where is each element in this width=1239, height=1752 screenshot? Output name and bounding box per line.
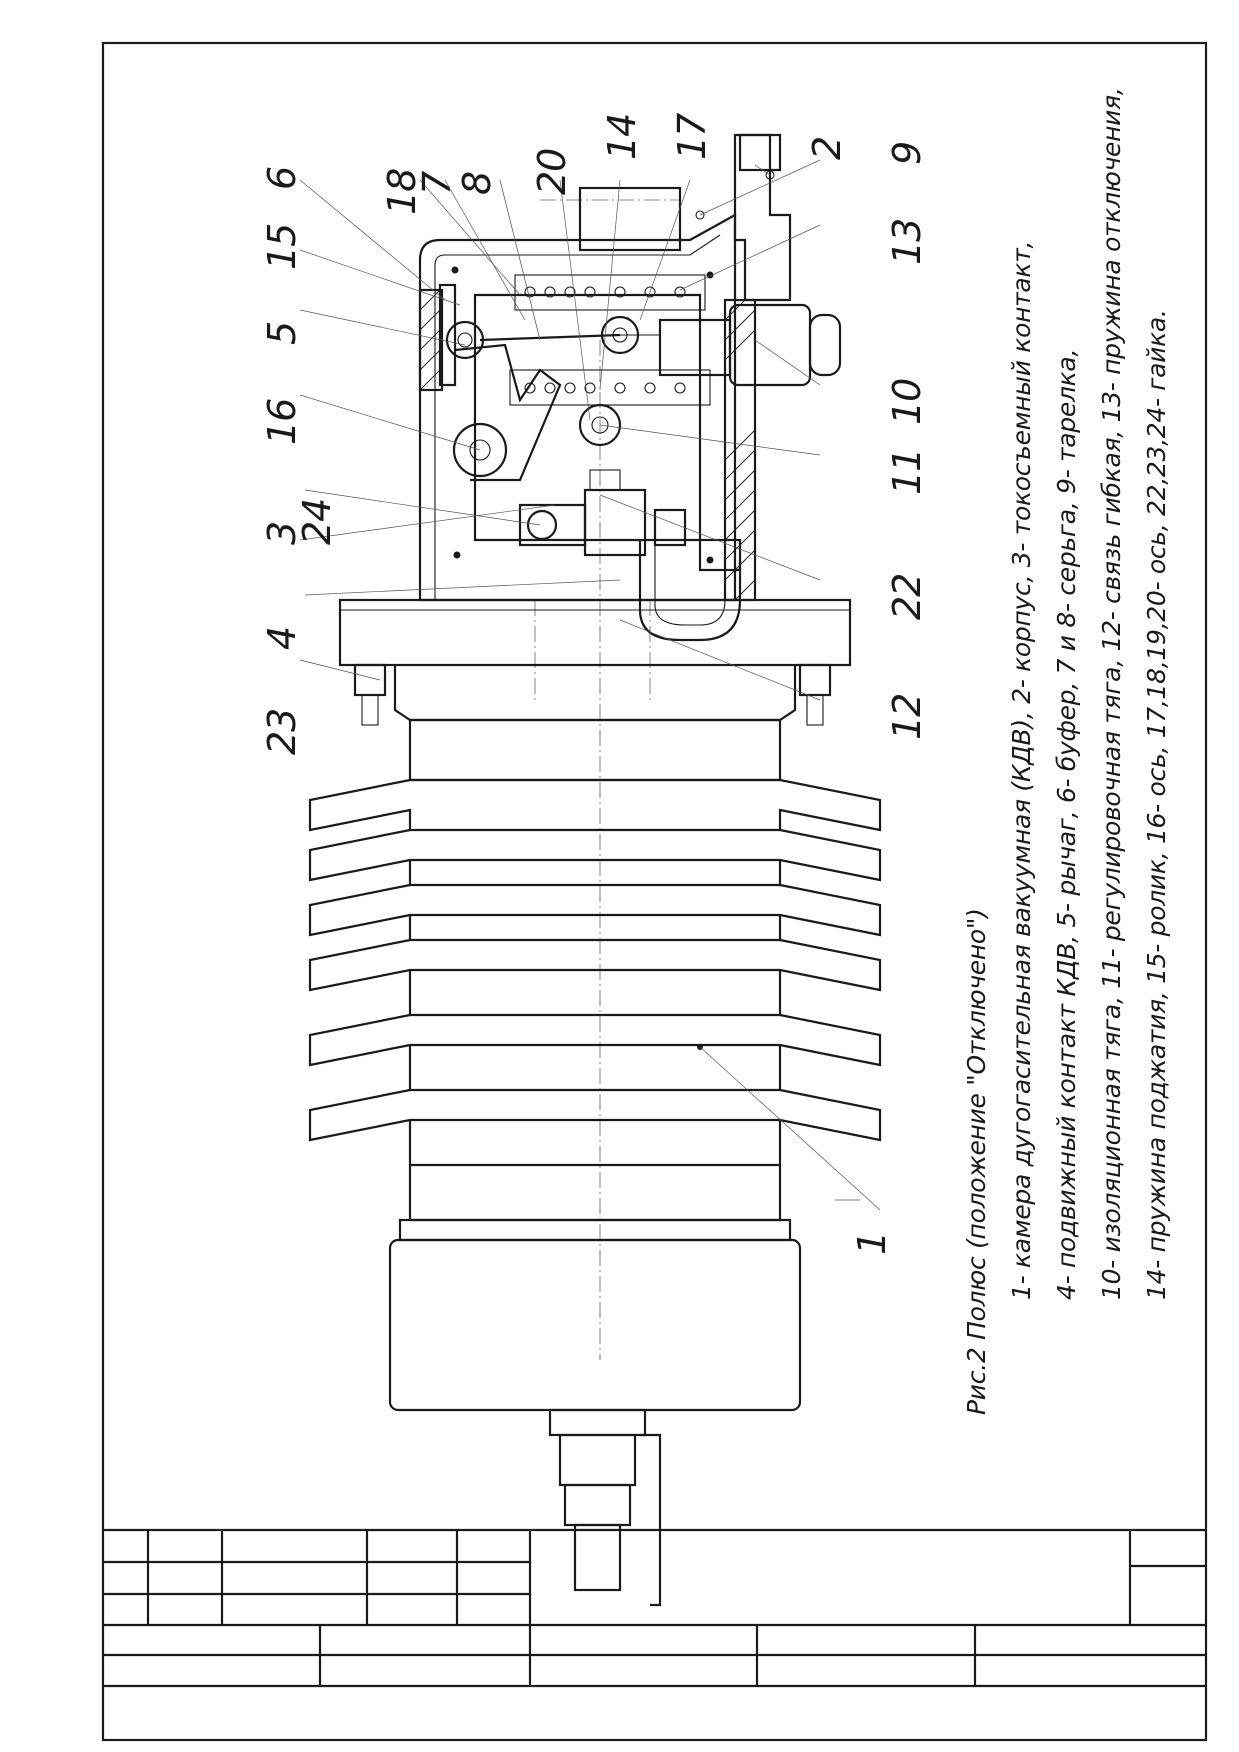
flexible-link-12 [638,540,742,642]
caption-line-3: 10- изоляционная тяга, 11- регулировочна… [1097,88,1126,1301]
callout-1: 1 [850,1232,894,1255]
housing [418,213,757,602]
callout-24: 24 [295,499,339,545]
callout-9: 9 [885,142,929,165]
insulator-sheds [308,778,882,1167]
callout-13: 13 [885,219,929,265]
callout-11: 11 [885,449,929,495]
sheet-border [101,41,1208,1742]
callout-23: 23 [260,709,304,755]
caption-line-2: 4- подвижный контакт КДВ, 5- рычаг, 6- б… [1052,349,1081,1300]
title-block [103,1528,1206,1688]
callout-12: 12 [885,694,929,740]
lever-5 [445,315,640,482]
insulating-rod-10 [620,303,842,387]
caption-line-4: 14- пружина поджатия, 15- ролик, 16- ось… [1142,309,1171,1300]
current-collector-3 [518,469,687,557]
callout-7: 7 [415,171,459,195]
callout-17: 17 [670,113,714,160]
callout-16: 16 [260,399,304,445]
bolt-23-right [798,663,832,726]
callout-22: 22 [885,574,929,620]
callout-4: 4 [260,627,304,650]
bolt-23-left [353,663,387,726]
caption-line-1: 1- камера дугогасительная вакуумная (КДВ… [1007,241,1036,1300]
callout-15: 15 [260,224,304,270]
caption-title: Рис.2 Полюс (положение "Отключено") [962,908,991,1415]
springs [509,274,711,406]
bottom-terminal [548,1408,662,1607]
callout-3: 3 [260,522,304,545]
callout-18: 18 [380,169,424,215]
callout-6: 6 [260,167,304,190]
caption: Рис.2 Полюс (положение "Отключено") 1- к… [962,88,1171,1416]
callout-20: 20 [530,149,574,195]
mounting-bracket [578,133,792,302]
callout-2: 2 [805,137,849,160]
callout-14: 14 [600,114,644,160]
callouts: 1 2 3 4 5 6 7 8 9 10 11 12 13 14 15 16 1… [260,113,929,1255]
pole-assembly-drawing [308,133,882,1607]
callout-8: 8 [455,172,499,195]
vacuum-chamber-1 [388,1044,881,1412]
callout-5: 5 [260,322,304,345]
buffer-6 [438,283,457,387]
callout-10: 10 [885,379,929,425]
flange [338,598,852,667]
